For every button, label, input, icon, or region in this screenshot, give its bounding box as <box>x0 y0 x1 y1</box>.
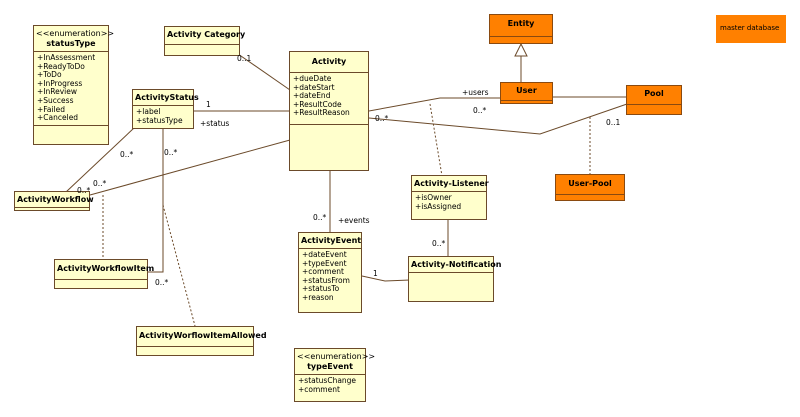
workflow-multiplicity-a: 0..* <box>93 179 107 188</box>
attribute: +InProgress <box>37 78 83 88</box>
attribute: +comment <box>298 384 340 394</box>
attribute: +statusFrom <box>302 275 350 285</box>
status-item-multiplicity: 0..* <box>164 148 178 157</box>
activity-event-attributes: +dateEvent +typeEvent +comment +statusFr… <box>299 249 361 305</box>
class-pool: Pool <box>626 85 682 115</box>
activity-workflow-item-name: ActivityWorkflowItem <box>57 264 155 273</box>
events-role: +events <box>338 216 370 225</box>
attribute: +isAssigned <box>415 201 462 211</box>
pool-right-multiplicity: 0..1 <box>606 118 621 127</box>
activity-attributes: +dueDate +dateStart +dateEnd +ResultCode… <box>290 73 368 120</box>
class-type-event: <<enumeration>> typeEvent +statusChange … <box>294 348 376 402</box>
assoc-activity-pool <box>368 103 628 135</box>
attribute: +dateStart <box>293 82 335 92</box>
attribute: +dueDate <box>293 74 332 83</box>
assoc-class-link-listener <box>429 103 443 177</box>
type-event-attributes: +statusChange +comment <box>295 375 365 396</box>
notification-multiplicity: 0..* <box>432 239 446 248</box>
assoc-status-workflow <box>65 127 135 193</box>
activity-listener-name: Activity-Listener <box>414 179 489 188</box>
workflow-multiplicity-b: 0..* <box>77 186 91 195</box>
assoc-class-link-item-allowed <box>162 204 196 327</box>
attribute: +isOwner <box>415 193 452 202</box>
class-activity-listener: Activity-Listener +isOwner +isAssigned <box>411 175 489 220</box>
status-role: +status <box>200 119 230 128</box>
class-status-type: <<enumeration>> statusType +InAssessment… <box>33 25 115 145</box>
users-multiplicity: 0..* <box>473 106 487 115</box>
attribute: +InAssessment <box>37 53 96 62</box>
users-role: +users <box>462 88 489 97</box>
master-database-note: master database <box>716 15 786 43</box>
generalization-arrowhead <box>514 42 528 57</box>
activity-notification-name: Activity-Notification <box>411 260 502 269</box>
attribute: +typeEvent <box>302 258 347 268</box>
status-type-name: statusType <box>46 39 96 48</box>
activity-worflow-item-allowed-name: ActivityWorflowItemAllowed <box>139 331 267 340</box>
attribute: +Failed <box>37 104 66 114</box>
activity-listener-attributes: +isOwner +isAssigned <box>412 192 486 213</box>
class-activity-worflow-item-allowed: ActivityWorflowItemAllowed <box>136 326 267 356</box>
class-activity-notification: Activity-Notification <box>408 256 502 302</box>
pool-left-multiplicity: 0..* <box>375 114 389 123</box>
class-user-pool: User-Pool <box>555 174 625 201</box>
assoc-activity-workflow <box>89 139 291 196</box>
activity-status-attributes: +label +statusType <box>133 106 193 127</box>
attribute: +label <box>136 107 161 116</box>
attribute: +ResultReason <box>293 108 350 118</box>
type-event-name: typeEvent <box>307 362 353 371</box>
attribute: +ResultCode <box>293 99 342 109</box>
class-activity-workflow-item: ActivityWorkflowItem <box>54 259 155 289</box>
activity-workflow-name: ActivityWorkflow <box>17 195 94 204</box>
assoc-event-notification <box>361 275 411 282</box>
class-activity-workflow: ActivityWorkflow <box>14 191 94 211</box>
class-activity-event: ActivityEvent +dateEvent +typeEvent +com… <box>298 232 362 313</box>
class-user: User <box>500 82 553 104</box>
attribute: +Canceled <box>37 113 79 123</box>
user-name: User <box>516 86 537 95</box>
class-activity-status: ActivityStatus +label +statusType <box>132 89 199 129</box>
event-notification-multiplicity: 1 <box>373 269 378 278</box>
assoc-activity-user <box>368 97 500 112</box>
status-multiplicity: 1 <box>206 100 211 109</box>
activity-status-name: ActivityStatus <box>135 93 199 102</box>
attribute: +statusChange <box>298 376 357 385</box>
attribute: +statusTo <box>302 284 340 294</box>
category-multiplicity: 0..1 <box>237 54 252 63</box>
attribute: +ToDo <box>37 70 62 80</box>
attribute: +statusType <box>136 115 183 125</box>
status-type-stereotype: <<enumeration>> <box>36 29 115 38</box>
activity-event-name: ActivityEvent <box>301 236 362 245</box>
attribute: +reason <box>302 292 334 302</box>
type-event-stereotype: <<enumeration>> <box>297 352 376 361</box>
activity-name: Activity <box>311 57 347 66</box>
class-entity: Entity <box>489 14 553 44</box>
assoc-status-workflow-item <box>148 128 164 273</box>
attribute: +dateEvent <box>302 250 347 259</box>
status-workflow-multiplicity: 0..* <box>120 150 134 159</box>
attribute: +ReadyToDo <box>37 61 85 71</box>
attribute: +Success <box>37 95 74 105</box>
attribute: +InReview <box>37 87 78 97</box>
user-pool-name: User-Pool <box>568 179 612 188</box>
workflow-item-multiplicity: 0..* <box>155 278 169 287</box>
class-activity: Activity +dueDate +dateStart +dateEnd +R… <box>289 51 369 171</box>
events-multiplicity: 0..* <box>313 213 327 222</box>
pool-name: Pool <box>644 89 664 98</box>
activity-category-name: Activity Category <box>167 30 246 39</box>
status-type-attributes: +InAssessment +ReadyToDo +ToDo +InProgre… <box>34 52 108 125</box>
attribute: +dateEnd <box>293 91 331 101</box>
entity-name: Entity <box>507 19 535 28</box>
attribute: +comment <box>302 267 344 277</box>
class-activity-category: Activity Category <box>164 26 246 56</box>
